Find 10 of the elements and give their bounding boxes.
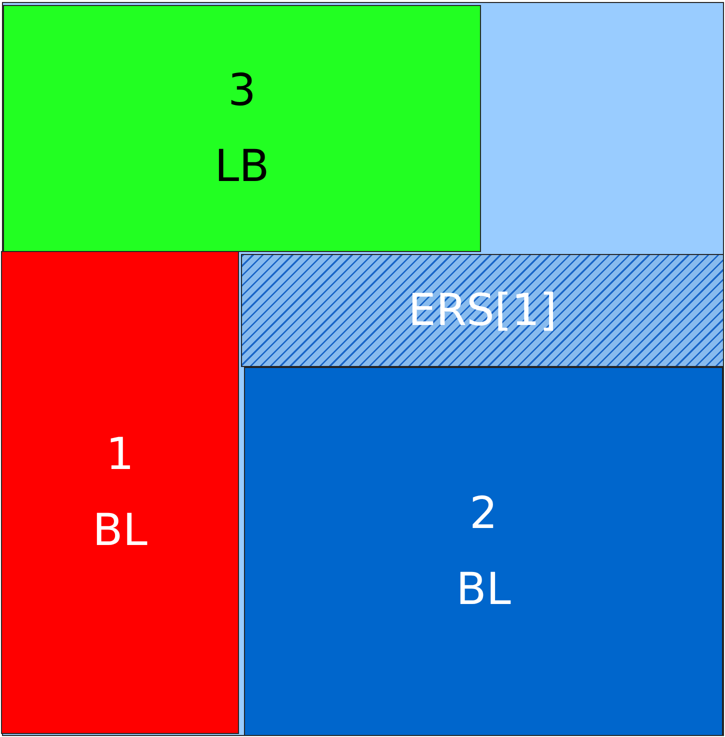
box-label: 2 (470, 486, 498, 540)
block-rect (1, 251, 239, 734)
box-label: BL (456, 562, 511, 616)
box-label: 1 (106, 428, 134, 482)
box-label: LB (214, 140, 270, 194)
block-rect (3, 5, 481, 252)
hatched-block (241, 254, 724, 367)
box-label: 3 (228, 64, 256, 118)
box-label: BL (92, 504, 148, 558)
block-rect (244, 367, 723, 736)
